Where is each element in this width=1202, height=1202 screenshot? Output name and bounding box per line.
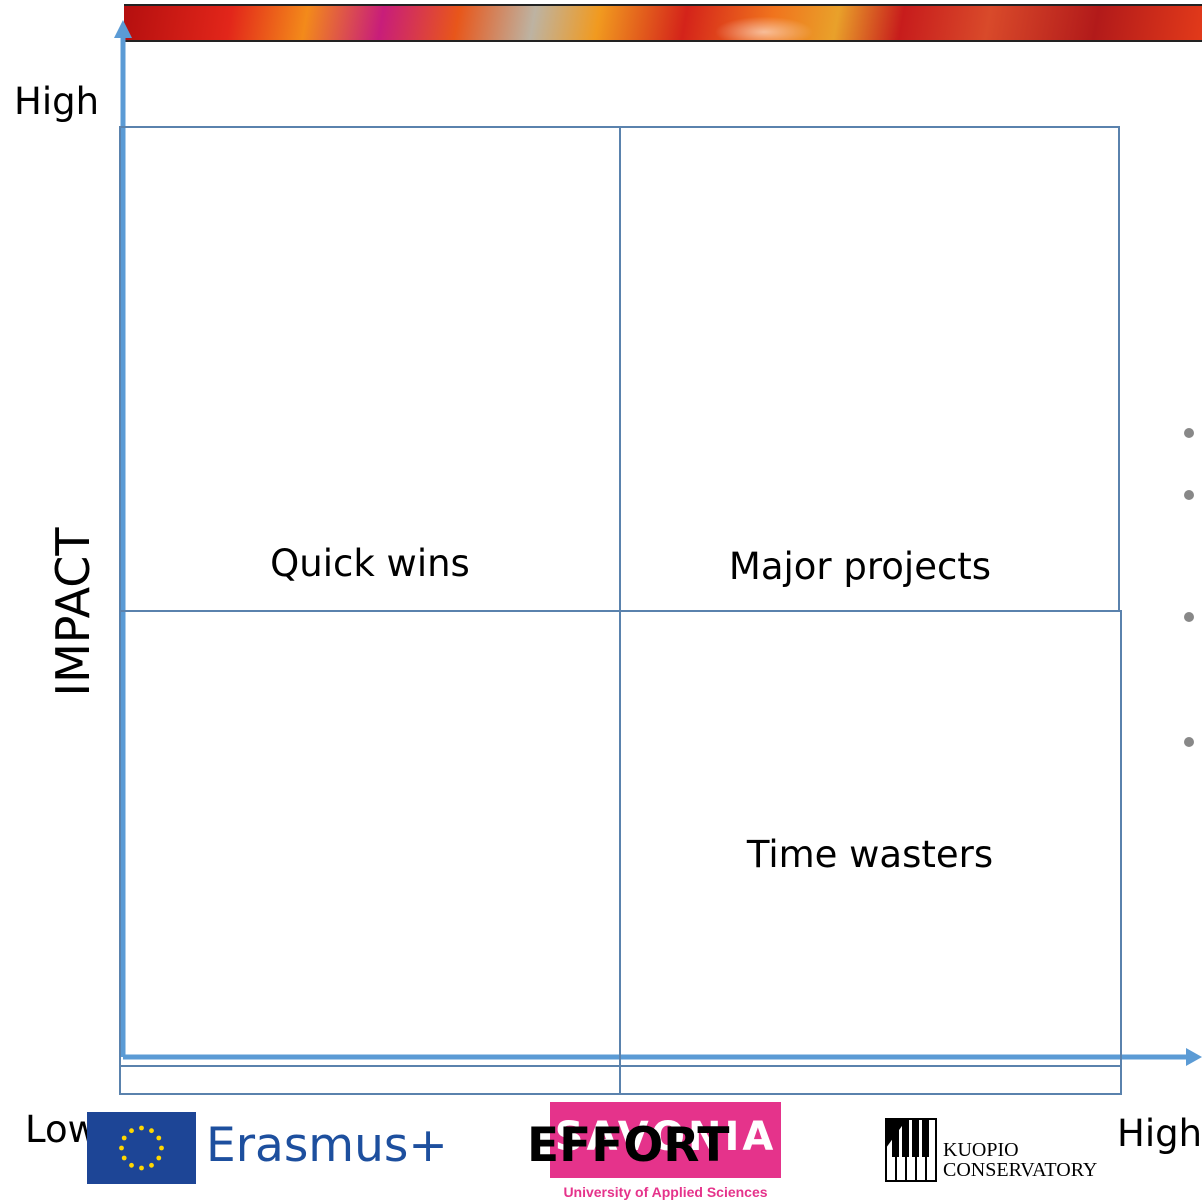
kuopio-line2: CONSERVATORY: [943, 1159, 1098, 1181]
x-axis-title: EFFORT: [527, 1118, 730, 1173]
bottom-strip-right: [619, 1065, 1122, 1095]
quadrant-top-right: [619, 126, 1120, 612]
bullet-point-icon: [1184, 612, 1194, 622]
x-axis-arrowhead-icon: [1186, 1048, 1202, 1066]
y-axis-arrowhead-icon: [114, 20, 132, 38]
kuopio-line1: KUOPIO: [943, 1139, 1019, 1161]
quadrant-label-quick-wins: Quick wins: [270, 542, 470, 585]
bullet-point-icon: [1184, 490, 1194, 500]
x-axis-high-label: High: [1117, 1112, 1202, 1155]
eu-flag-icon: [87, 1112, 196, 1184]
quadrant-bottom-left: [119, 610, 621, 1067]
quadrant-top-left: [119, 126, 621, 612]
quadrant-label-time-wasters: Time wasters: [746, 833, 994, 876]
bullet-point-icon: [1184, 737, 1194, 747]
piano-keys-icon: [885, 1118, 937, 1182]
savonia-logo-text: SAVONIA: [554, 1114, 777, 1160]
y-axis-high-label: High: [14, 80, 100, 123]
quadrant-label-major-projects: Major projects: [728, 545, 992, 588]
bullet-point-icon: [1184, 428, 1194, 438]
header-banner-image: [124, 4, 1202, 42]
savonia-logo: [550, 1102, 781, 1178]
x-axis-low-label: Low: [25, 1108, 98, 1151]
savonia-logo-subtitle: University of Applied Sciences: [563, 1184, 768, 1200]
kuopio-conservatory-logo-text: KUOPIO CONSERVATORY: [943, 1140, 1097, 1180]
bottom-strip-left: [119, 1065, 621, 1095]
erasmus-logo-text: Erasmus+: [206, 1118, 448, 1173]
y-axis-title: IMPACT: [46, 527, 100, 697]
